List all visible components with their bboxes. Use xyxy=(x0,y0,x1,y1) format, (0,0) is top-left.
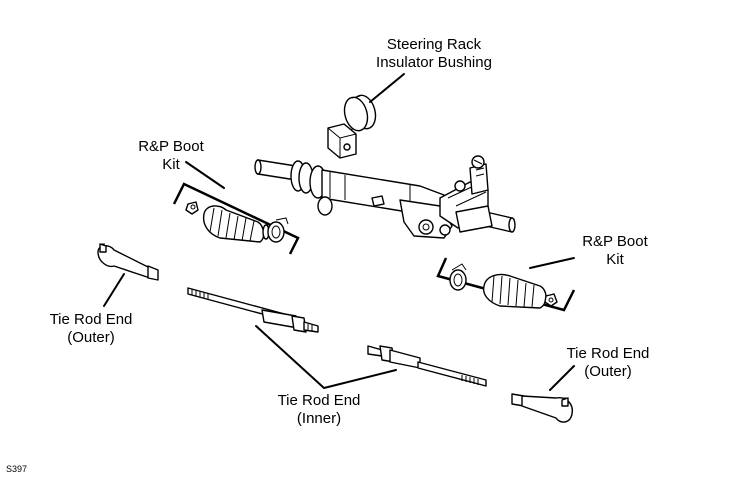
label-tie-rod-outer-right-line2: (Outer) xyxy=(584,363,632,380)
leader-boot-kit-right xyxy=(529,257,575,269)
steering-rack-housing xyxy=(254,155,516,239)
left-boot-kit-parts xyxy=(185,201,289,243)
insulator-bushing-ring xyxy=(343,94,377,132)
label-boot-kit-right-line1: R&P Boot xyxy=(582,233,648,250)
leader-boot-kit-left xyxy=(185,161,225,189)
right-inner-tie-rod xyxy=(367,345,487,387)
label-boot-kit-left-line1: R&P Boot xyxy=(138,138,204,155)
label-boot-kit-right-line2: Kit xyxy=(606,251,624,268)
label-tie-rod-inner-line2: (Inner) xyxy=(296,410,342,427)
left-inner-tie-rod xyxy=(187,287,319,333)
figure-code: S397 xyxy=(6,464,28,474)
label-tie-rod-outer-left-line2: (Outer) xyxy=(67,329,115,346)
left-boot-kit-bracket xyxy=(172,182,300,255)
leader-tie-rod-outer-left xyxy=(103,273,125,307)
leader-tie-rod-outer-right xyxy=(549,365,575,391)
label-tie-rod-end-outer-right: Tie Rod End (Outer) xyxy=(553,345,663,381)
label-tie-rod-outer-left-line1: Tie Rod End xyxy=(49,311,133,328)
right-outer-tie-rod-end xyxy=(511,393,573,423)
label-tie-rod-end-outer-left: Tie Rod End (Outer) xyxy=(36,311,146,347)
label-boot-kit-left-line2: Kit xyxy=(162,156,180,173)
left-outer-tie-rod-end xyxy=(97,243,159,281)
label-rp-boot-kit-left: R&P Boot Kit xyxy=(128,138,214,174)
label-tie-rod-end-inner: Tie Rod End (Inner) xyxy=(264,392,374,428)
insulator-bushing-block xyxy=(327,123,357,159)
right-boot-kit-parts xyxy=(449,263,558,309)
label-tie-rod-inner-line1: Tie Rod End xyxy=(277,392,361,409)
label-rp-boot-kit-right: R&P Boot Kit xyxy=(572,233,658,269)
label-bushing-line1: Steering Rack xyxy=(386,36,482,53)
label-bushing-line2: Insulator Bushing xyxy=(376,54,492,71)
leader-lines xyxy=(103,73,575,391)
label-steering-rack-insulator-bushing: Steering Rack Insulator Bushing xyxy=(366,36,502,72)
leader-bushing xyxy=(369,73,405,103)
label-tie-rod-outer-right-line1: Tie Rod End xyxy=(566,345,650,362)
leader-tie-rod-inner xyxy=(255,325,397,390)
